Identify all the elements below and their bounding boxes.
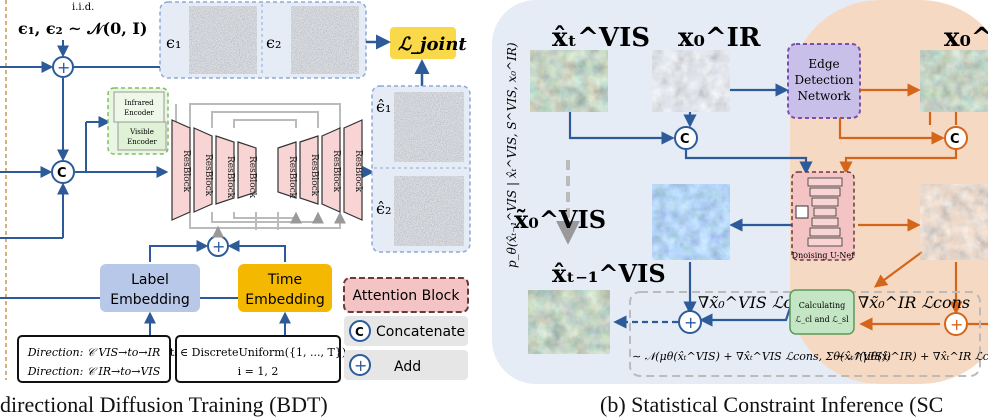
label-embedding-box [100, 264, 200, 312]
svg-text:Embedding: Embedding [245, 292, 324, 308]
normal-ir-label: ∼ 𝒩(μθ(x̂ₜ^IR) + ∇x̂ₜ^IR ℒcons Σ [836, 350, 988, 363]
infrared-encoder-box [113, 91, 165, 123]
direction-1: Direction: 𝒞 VIS→to→IR [27, 346, 161, 359]
svg-text:+: + [57, 58, 70, 77]
concat-circle-orange [944, 126, 968, 150]
x-tm1-vis-image [527, 289, 611, 355]
sci-caption: (b) Statistical Constraint Inference (SC [600, 392, 943, 417]
loss-joint-box [390, 27, 456, 59]
add-circle-blue [678, 310, 702, 334]
svg-text:Infrared: Infrared [124, 99, 154, 107]
x-tm1-vis-title: x̂ₜ₋₁^VIS [552, 259, 666, 288]
x0-tilde-vis-image [651, 183, 731, 261]
inference-bottom-container [629, 291, 981, 377]
noise-definition: ϵ₁, ϵ₂ ∼ 𝒩(𝟎, 𝐈) [18, 19, 147, 38]
add-circle-orange [944, 312, 968, 336]
direction-2: Direction: 𝒞 IR→to→VIS [27, 365, 161, 378]
svg-text:C: C [950, 132, 960, 147]
svg-text:ResBlock: ResBlock [203, 154, 213, 197]
p-theta-label: p_θ(x̂ₜ₋₁^VIS | x̂ₜ^VIS, S^VIS, x₀^IR) [505, 42, 519, 268]
svg-text:+: + [212, 237, 225, 256]
resblock-label: ResBlock [181, 150, 191, 193]
svg-text:Add: Add [394, 359, 421, 375]
time-sample-box [175, 335, 341, 383]
svg-text:Attention Block: Attention Block [353, 288, 461, 304]
x-t-vis-image [529, 49, 609, 113]
svg-text:Dnoising U-Net: Dnoising U-Net [792, 251, 855, 260]
eps2-hat-image [394, 176, 464, 246]
attention-block-legend [343, 277, 469, 313]
eps1-hat-label: ϵ̂₁ [376, 97, 391, 116]
svg-text:ResBlock: ResBlock [331, 150, 341, 193]
svg-text:ResBlock: ResBlock [287, 156, 297, 199]
svg-text:+: + [950, 315, 963, 334]
svg-text:C: C [680, 132, 690, 147]
svg-text:ResBlock: ResBlock [309, 154, 319, 197]
svg-text:Visible: Visible [129, 128, 154, 136]
svg-text:Encoder: Encoder [127, 138, 157, 146]
normal-vis-label: ∼ 𝒩(μθ(x̂ₜ^VIS) + ∇x̂ₜ^VIS ℒcons, Σθ(x̂ₜ… [632, 350, 891, 363]
svg-text:Embedding: Embedding [110, 292, 189, 308]
svg-text:Time: Time [267, 272, 302, 288]
svg-text:Concatenate: Concatenate [376, 324, 465, 340]
i-values: i = 1, 2 [238, 365, 279, 378]
svg-text:C: C [355, 325, 364, 339]
sci-panel: x̂ₜ^VIS x₀^IR x₀^VIS Edge Detection Netw… [492, 0, 988, 417]
calculating-box [789, 289, 855, 335]
svg-text:Calculating: Calculating [799, 301, 845, 310]
direction-box [17, 335, 171, 383]
x0-vis-image [919, 49, 988, 113]
concatenate-legend [344, 316, 468, 346]
svg-text:+: + [354, 356, 367, 375]
eps2-hat-label: ϵ̂₂ [376, 199, 391, 218]
svg-text:Detection: Detection [795, 73, 854, 87]
loss-joint-label: ℒ_joint [398, 34, 467, 55]
x0-tilde-vis-title: x̃₀^VIS [514, 205, 606, 234]
edge-detection-box [787, 43, 861, 119]
bdt-panel: i.i.d. ϵ₁, ϵ₂ ∼ 𝒩(𝟎, 𝐈) ϵ₁ ϵ₂ ℒ_joint + … [0, 0, 471, 417]
svg-text:+: + [684, 313, 697, 332]
x-t-vis-title: x̂ₜ^VIS [552, 23, 650, 53]
iid-label: i.i.d. [72, 2, 94, 13]
eps1-hat-image [394, 92, 464, 162]
unet-icon [795, 205, 809, 219]
eps2-noise-image [291, 6, 359, 74]
svg-text:ResBlock: ResBlock [353, 150, 363, 193]
time-embedding-box [238, 264, 332, 312]
svg-text:ℒ_cl and ℒ_sl: ℒ_cl and ℒ_sl [795, 315, 849, 324]
x0-ir-title: x₀^IR [678, 23, 761, 53]
svg-text:Encoder: Encoder [124, 109, 154, 117]
svg-text:Label: Label [131, 272, 169, 288]
x0-vis-title: x₀^VIS [944, 23, 988, 53]
bdt-caption: directional Diffusion Training (BDT) [0, 392, 328, 417]
svg-text:Edge: Edge [808, 57, 839, 71]
eps1-noise-image [189, 6, 257, 74]
time-sample: tᵢ ∈ DiscreteUniform({1, ..., T}) [170, 346, 346, 359]
svg-text:ResBlock: ResBlock [247, 156, 257, 199]
x0-tilde-ir-image [919, 183, 988, 261]
x0-ir-image [651, 49, 731, 113]
grad-ir-label: ∇x̃₀^IR ℒcons [858, 293, 970, 312]
svg-text:ResBlock: ResBlock [225, 156, 235, 199]
svg-text:C: C [57, 166, 67, 181]
visible-encoder-box [117, 121, 167, 151]
svg-text:Network: Network [798, 89, 852, 103]
eps1-label: ϵ₁ [166, 33, 181, 52]
unet-resblocks [171, 119, 363, 221]
eps2-label: ϵ₂ [266, 33, 281, 52]
add-legend [344, 350, 468, 380]
